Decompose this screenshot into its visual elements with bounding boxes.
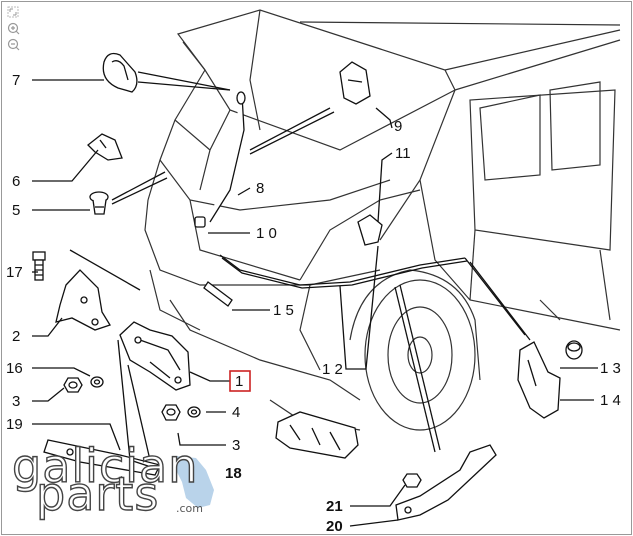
zoom-toolbar [7, 6, 20, 51]
callout-8[interactable]: 8 [256, 180, 264, 197]
callout-2[interactable]: 2 [12, 328, 20, 345]
part-2-hood-latch-bracket [55, 269, 111, 331]
callout-21[interactable]: 21 [326, 498, 343, 515]
part-13-grommet [565, 340, 583, 360]
zoom-in-icon[interactable] [7, 22, 20, 35]
callout-10[interactable]: 1 0 [256, 225, 277, 242]
part-8-hood-stay-rod [209, 91, 246, 223]
callout-13[interactable]: 1 3 [600, 360, 621, 377]
part-5-push-clip [89, 191, 109, 215]
part-6-clip [87, 133, 123, 161]
watermark-line1: galician [12, 439, 198, 493]
part-11-clip [357, 214, 383, 246]
part-1-hood-lock [119, 321, 191, 391]
callout-12[interactable]: 1 2 [322, 361, 343, 378]
part-3-nut-left [63, 377, 83, 393]
map-silhouette-icon [176, 456, 214, 508]
part-10-grommet [194, 216, 206, 228]
callout-3-left[interactable]: 3 [12, 393, 20, 410]
callout-1-highlight [229, 370, 251, 392]
part-21-nut [402, 473, 422, 488]
watermark-suffix: .com [176, 502, 203, 515]
callout-18[interactable]: 18 [225, 465, 242, 482]
callout-7[interactable]: 7 [12, 72, 20, 89]
callout-labels: 7 6 5 17 2 16 3 19 4 3 18 1 8 9 11 1 0 1… [6, 72, 621, 535]
zoom-out-icon[interactable] [7, 38, 20, 51]
callout-20[interactable]: 20 [326, 518, 343, 535]
watermark: galician parts .com [11, 438, 214, 522]
callout-11[interactable]: 11 [395, 145, 411, 162]
callout-15[interactable]: 1 5 [273, 302, 294, 319]
part-14-release-lever [517, 341, 561, 419]
vehicle-outline [144, 9, 621, 431]
callout-4[interactable]: 4 [232, 404, 240, 421]
fit-to-screen-icon[interactable] [7, 6, 19, 18]
part-17-bolt [32, 251, 46, 281]
watermark-line2: parts [36, 467, 159, 521]
callout-17[interactable]: 17 [6, 264, 23, 281]
part-9-stay-holder [339, 61, 371, 105]
part-4-washer [187, 406, 201, 418]
part-15-rod [203, 281, 233, 307]
part-19-release-plate [43, 439, 161, 476]
callout-19[interactable]: 19 [6, 416, 23, 433]
callout-5[interactable]: 5 [12, 202, 20, 219]
callout-3-right[interactable]: 3 [232, 437, 240, 454]
part-20-cable-bracket [395, 444, 497, 521]
callout-9[interactable]: 9 [394, 118, 402, 135]
part-foam-block [275, 411, 359, 459]
leader-lines [32, 71, 598, 527]
part-12-release-cable [219, 254, 468, 289]
callout-14[interactable]: 1 4 [600, 392, 621, 409]
callout-6[interactable]: 6 [12, 173, 20, 190]
callout-1[interactable]: 1 [235, 373, 243, 390]
part-16-washer [90, 376, 104, 388]
part-3-nut-right [161, 404, 181, 421]
part-7-hood-buffer [102, 52, 138, 93]
callout-16[interactable]: 16 [6, 360, 23, 377]
